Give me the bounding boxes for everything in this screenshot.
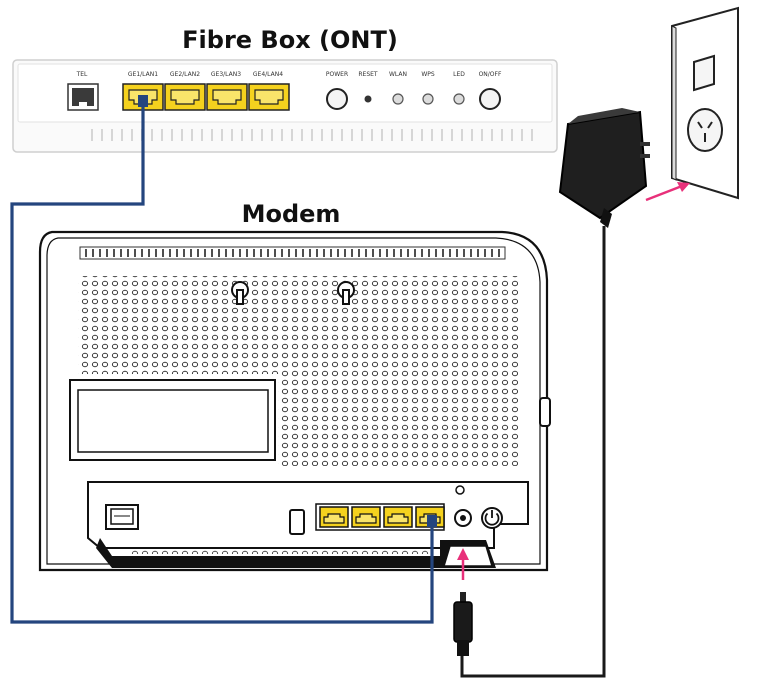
- fibre-box-ont: TEL GE1/LAN1 GE2/LAN2 GE3/LAN3 GE4/LAN4 …: [12, 59, 558, 153]
- ont-title: Fibre Box (ONT): [182, 26, 398, 54]
- ethernet-plug-modem: [427, 515, 437, 527]
- wall-power-socket: [671, 6, 739, 200]
- modem-reset-hole: [455, 485, 465, 495]
- socket-outlet: [687, 108, 723, 152]
- ont-reset-hole: [364, 95, 372, 103]
- modem-vent-grille-right: [278, 374, 518, 466]
- ont-label-lan3: GE3/LAN3: [211, 71, 241, 78]
- modem-port-panel: [87, 481, 529, 549]
- power-dc-plug: [453, 592, 473, 656]
- plug-in-arrow-icon: [645, 182, 690, 202]
- ethernet-plug-ont: [138, 95, 148, 107]
- ont-label-lan4: GE4/LAN4: [253, 71, 283, 78]
- ont-label-wps: WPS: [421, 71, 435, 78]
- modem-side-button: [539, 397, 551, 427]
- modem-usb-port: [289, 509, 305, 535]
- ont-label-onoff: ON/OFF: [479, 71, 502, 78]
- modem-vent-grille-top: [78, 276, 518, 374]
- ont-lan2-port: [164, 83, 206, 111]
- modem-phone-port: [105, 504, 139, 530]
- modem-power-jack: [454, 509, 472, 527]
- ont-tel-port: [67, 83, 99, 111]
- ethernet-cable: [10, 104, 434, 624]
- ont-onoff-switch: [479, 88, 501, 110]
- modem-title: Modem: [242, 200, 341, 228]
- ont-label-led: LED: [453, 71, 465, 78]
- modem-stand: [96, 538, 496, 568]
- ont-lan4-port: [248, 83, 290, 111]
- socket-switch: [693, 54, 715, 92]
- ont-label-power: POWER: [326, 71, 348, 78]
- modem-lan-port-3: [383, 506, 413, 528]
- modem-lan-port-1: [319, 506, 349, 528]
- modem-top-vents: [85, 249, 500, 257]
- modem-power-button-icon: [481, 507, 503, 529]
- ont-power-button: [326, 88, 348, 110]
- ont-wps-led: [422, 93, 434, 105]
- modem-label-recess: [69, 379, 276, 461]
- ont-lan3-port: [206, 83, 248, 111]
- ont-led-indicator: [453, 93, 465, 105]
- power-cable: [460, 226, 606, 678]
- ont-wlan-led: [392, 93, 404, 105]
- ont-label-lan2: GE2/LAN2: [170, 71, 200, 78]
- power-adapter: [558, 108, 650, 228]
- ont-label-reset: RESET: [358, 71, 378, 78]
- wall-mount-hole-icon: [231, 281, 355, 305]
- ont-label-wlan: WLAN: [389, 71, 407, 78]
- modem: [38, 230, 551, 572]
- power-plug-arrow-icon: [457, 548, 469, 580]
- ont-label-tel: TEL: [76, 71, 88, 78]
- ont-label-lan1: GE1/LAN1: [128, 71, 158, 78]
- modem-lan-port-2: [351, 506, 381, 528]
